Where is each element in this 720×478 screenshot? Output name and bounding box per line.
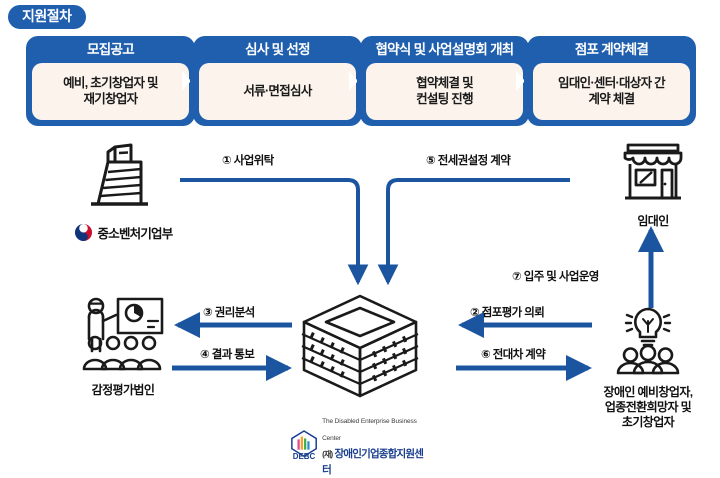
arrow-label-step1: ① 사업위탁 — [222, 155, 274, 167]
presentation-audience-icon — [82, 297, 164, 371]
arrow-label-step2: ② 점포평가 의뢰 — [470, 307, 545, 319]
debc-logo-en: The Disabled Enterprise Business Center — [322, 418, 417, 442]
ministry-identity: 중소벤처기업부 — [48, 223, 198, 242]
arrow-label-step3: ③ 권리분석 — [203, 307, 255, 319]
section-badge: 지원절차 — [8, 5, 86, 30]
node-center[interactable]: DEBC The Disabled Enterprise Business Ce… — [290, 290, 430, 478]
korea-taegeuk-emblem — [74, 223, 92, 242]
node-appraiser[interactable]: 감정평가법인 — [48, 295, 198, 398]
flow-arrows-layer — [172, 178, 664, 381]
arrow-label-step6: ⑥ 전대차 계약 — [481, 349, 546, 361]
arrow-label-step7: ⑦ 입주 및 사업운영 — [512, 271, 599, 283]
process-step-3-title: 협약식 및 사업설명회 개최 — [375, 42, 514, 57]
node-ministry[interactable]: 중소벤처기업부 — [48, 142, 198, 242]
process-step-2[interactable]: 심사 및 선정 서류·면접심사 — [193, 36, 362, 126]
appraiser-label: 감정평가법인 — [91, 383, 155, 397]
debc-logo-text: The Disabled Enterprise Business Center … — [322, 411, 430, 478]
storefront-icon — [623, 143, 683, 200]
arrow-label-step5: ⑤ 전세권설정 계약 — [426, 155, 511, 167]
process-step-2-body: 서류·면접심사 — [199, 62, 356, 120]
landlord-label: 임대인 — [637, 214, 669, 228]
process-step-4-title: 점포 계약체결 — [574, 42, 649, 57]
government-building-icon — [91, 143, 148, 206]
arrow-step1 — [180, 178, 369, 286]
lightbulb-people-icon — [616, 307, 680, 375]
flow-diagram: ① 사업위탁 ⑤ 전세권설정 계약 ③ 권리분석 ④ 결과 통보 ② 점포평가 … — [0, 130, 720, 476]
debc-mark-icon: DEBC — [291, 429, 317, 461]
node-landlord[interactable]: 임대인 — [588, 140, 718, 229]
debc-logo-ko-prefix: (재) — [322, 449, 333, 459]
process-step-2-title: 심사 및 선정 — [245, 42, 310, 57]
arrow-label-step4: ④ 결과 통보 — [200, 349, 255, 361]
process-step-1-title: 모집공고 — [87, 42, 135, 57]
svg-text:DEBC: DEBC — [293, 452, 316, 461]
ministry-label: 중소벤처기업부 — [97, 227, 174, 241]
debc-logo: DEBC The Disabled Enterprise Business Ce… — [290, 411, 430, 478]
arrow-step5 — [377, 178, 570, 286]
office-building-icon — [301, 294, 419, 398]
